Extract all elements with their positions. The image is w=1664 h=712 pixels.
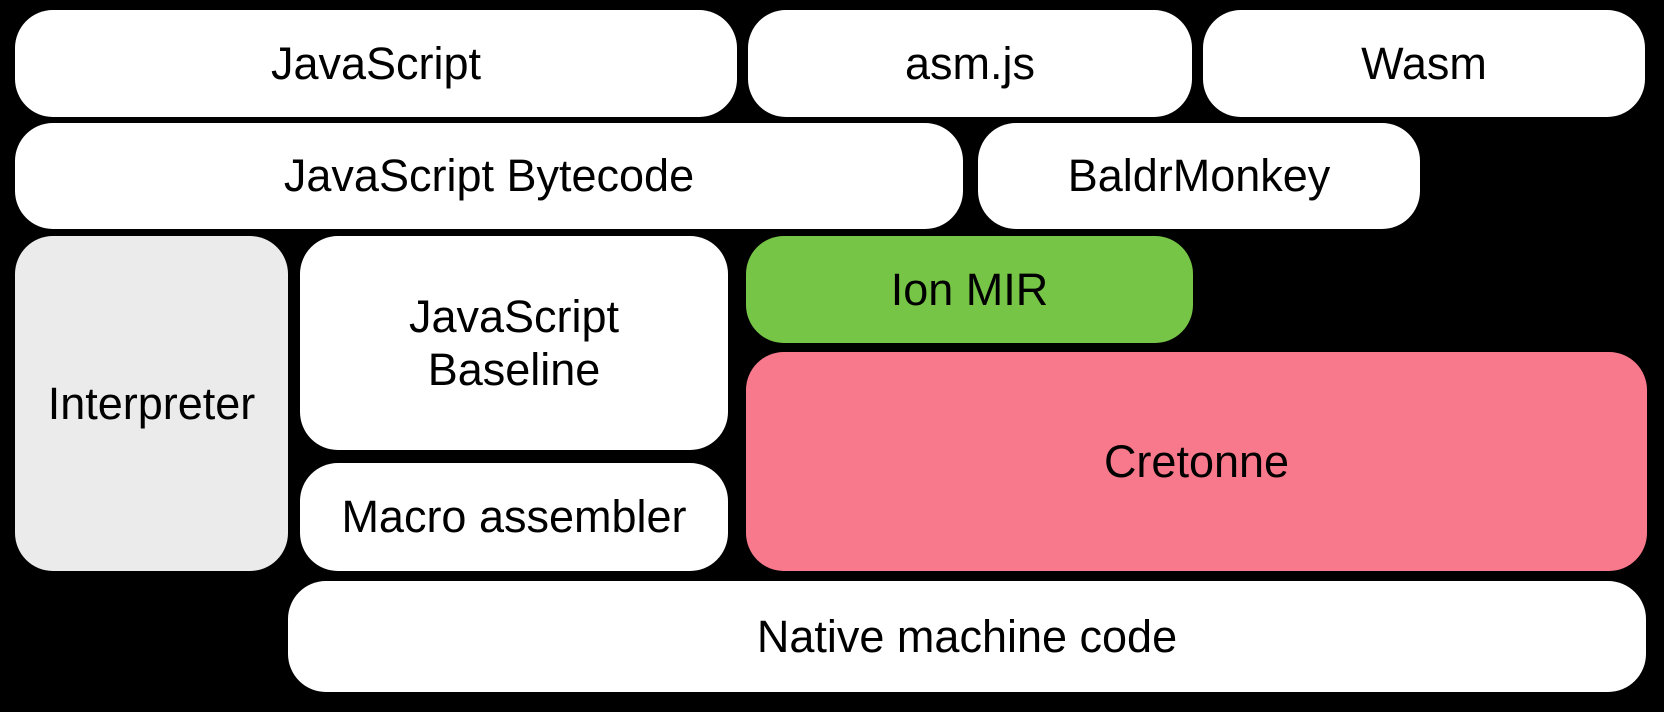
javascript-box: JavaScript (15, 10, 737, 117)
native-machine-code-box-label: Native machine code (756, 610, 1178, 662)
javascript-bytecode-box: JavaScript Bytecode (15, 123, 963, 229)
macro-assembler-box-label: Macro assembler (341, 491, 687, 543)
interpreter-box: Interpreter (15, 236, 288, 571)
ion-mir-box-label: Ion MIR (890, 263, 1049, 315)
cretonne-box-label: Cretonne (1103, 435, 1290, 487)
baldrmonkey-box-label: BaldrMonkey (1067, 150, 1331, 202)
baldrmonkey-box: BaldrMonkey (978, 123, 1420, 229)
native-machine-code-box: Native machine code (288, 581, 1646, 692)
cretonne-box: Cretonne (746, 352, 1647, 571)
wasm-box: Wasm (1203, 10, 1645, 117)
javascript-box-label: JavaScript (270, 37, 482, 89)
interpreter-box-label: Interpreter (47, 377, 256, 429)
macro-assembler-box: Macro assembler (300, 463, 728, 571)
asmjs-box: asm.js (748, 10, 1192, 117)
wasm-box-label: Wasm (1361, 37, 1487, 89)
javascript-bytecode-box-label: JavaScript Bytecode (283, 150, 695, 202)
ion-mir-box: Ion MIR (746, 236, 1193, 343)
asmjs-box-label: asm.js (904, 37, 1035, 89)
javascript-baseline-box-label: JavaScript Baseline (408, 290, 620, 395)
javascript-baseline-box: JavaScript Baseline (300, 236, 728, 450)
